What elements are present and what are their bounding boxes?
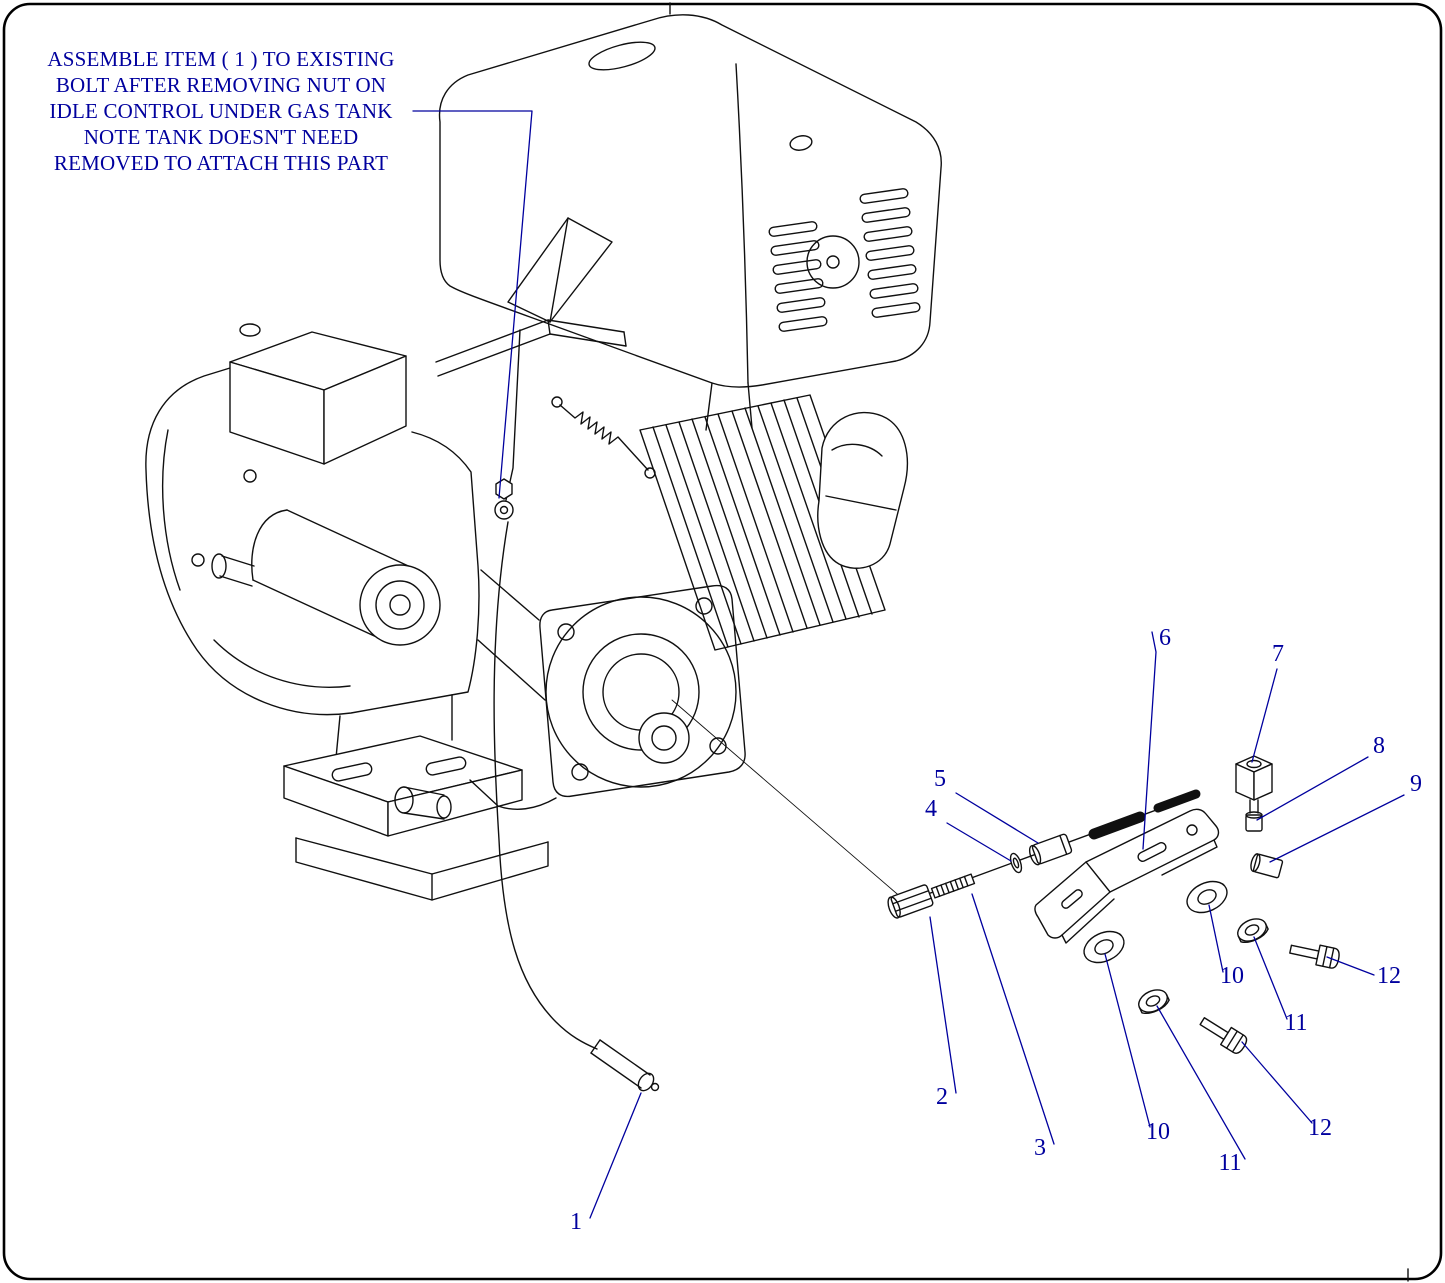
callout-number: 10 (1220, 963, 1244, 989)
callout-number: 11 (1284, 1010, 1307, 1036)
callout-leader-line (1156, 1005, 1246, 1160)
callout-number: 4 (925, 796, 937, 822)
callout-number: 6 (1159, 625, 1171, 651)
callout-leader-line (1256, 756, 1369, 821)
callout-leader-line (1104, 953, 1151, 1128)
assembly-note: ASSEMBLE ITEM ( 1 ) TO EXISTING BOLT AFT… (30, 46, 412, 176)
callout-leader-line (946, 822, 1012, 862)
callout-number: 12 (1377, 963, 1401, 989)
cylinder-fins (639, 394, 886, 651)
part-2-cable-coupler (887, 884, 934, 919)
cover-bolt-boss (806, 235, 860, 289)
air-cleaner-cover (438, 14, 942, 431)
engine-assembly (145, 14, 942, 901)
intake-duct (507, 217, 613, 323)
part-12-hex-bolt (1199, 1017, 1248, 1055)
callout-leader-line (1208, 904, 1224, 973)
part-1-throttle-cable (493, 521, 660, 1092)
part-10-flat-washer (1186, 880, 1228, 914)
part-5-rod-nut (1028, 833, 1073, 866)
callout-number: 3 (1034, 1135, 1046, 1161)
assembly-note-line: NOTE TANK DOESN'T NEED (83, 125, 359, 149)
assembly-note-line: ASSEMBLE ITEM ( 1 ) TO EXISTING (47, 47, 395, 71)
part-11-lock-nut (1138, 989, 1170, 1014)
assembly-note-line: IDLE CONTROL UNDER GAS TANK (49, 99, 393, 123)
mounting-base (283, 735, 557, 901)
callout-number: 12 (1308, 1115, 1332, 1141)
part-7-swivel (1235, 755, 1273, 814)
blower-housing (145, 323, 480, 759)
cable-conduit (1153, 789, 1201, 813)
cover-handle-slot (588, 41, 656, 71)
starter-motor (211, 509, 441, 646)
callout-leader-line (971, 893, 1055, 1145)
annotation-leader-line (412, 110, 533, 499)
callout-number: 1 (570, 1209, 582, 1235)
callout-number: 5 (934, 766, 946, 792)
callout-number: 7 (1272, 641, 1284, 667)
pto-flange (477, 569, 746, 798)
callout-leader-line (1326, 956, 1375, 976)
idle-control-stud (494, 478, 514, 520)
callout-leader-line (955, 792, 1039, 844)
cable-conduit (1088, 811, 1146, 840)
callout-leader-line (1253, 936, 1288, 1020)
callout-leader-line (1269, 794, 1405, 863)
engine-platform (435, 319, 627, 377)
callout-number: 8 (1373, 733, 1385, 759)
part-11-lock-nut (1237, 918, 1269, 943)
control-box (229, 331, 407, 465)
part-6-bracket (1034, 808, 1220, 944)
part-8-nut (1245, 811, 1263, 832)
part-9-spacer (1250, 853, 1284, 879)
callout-leader-line (589, 1092, 642, 1219)
part-3-threaded-stud (930, 873, 976, 899)
part-10-flat-washer (1083, 930, 1125, 964)
part-4-washer (1009, 852, 1023, 874)
callout-number: 2 (936, 1084, 948, 1110)
vent-slots (768, 188, 921, 332)
callout-number: 11 (1218, 1150, 1241, 1176)
throttle-rod-assembly (887, 789, 1201, 919)
callout-number: 10 (1146, 1119, 1170, 1145)
part-12-hex-bolt (1289, 944, 1340, 969)
assembly-note-line: BOLT AFTER REMOVING NUT ON (55, 73, 387, 97)
callout-leader-line (929, 916, 957, 1094)
callout-leader-line (1241, 1041, 1313, 1124)
cable-routing-line (671, 699, 904, 900)
callout-leader-line (1251, 668, 1278, 763)
callout-number: 9 (1410, 771, 1422, 797)
assembly-note-line: REMOVED TO ATTACH THIS PART (53, 151, 389, 175)
callout-leader-line (1142, 631, 1157, 850)
governor-linkage (505, 329, 656, 501)
muffler (817, 411, 909, 569)
